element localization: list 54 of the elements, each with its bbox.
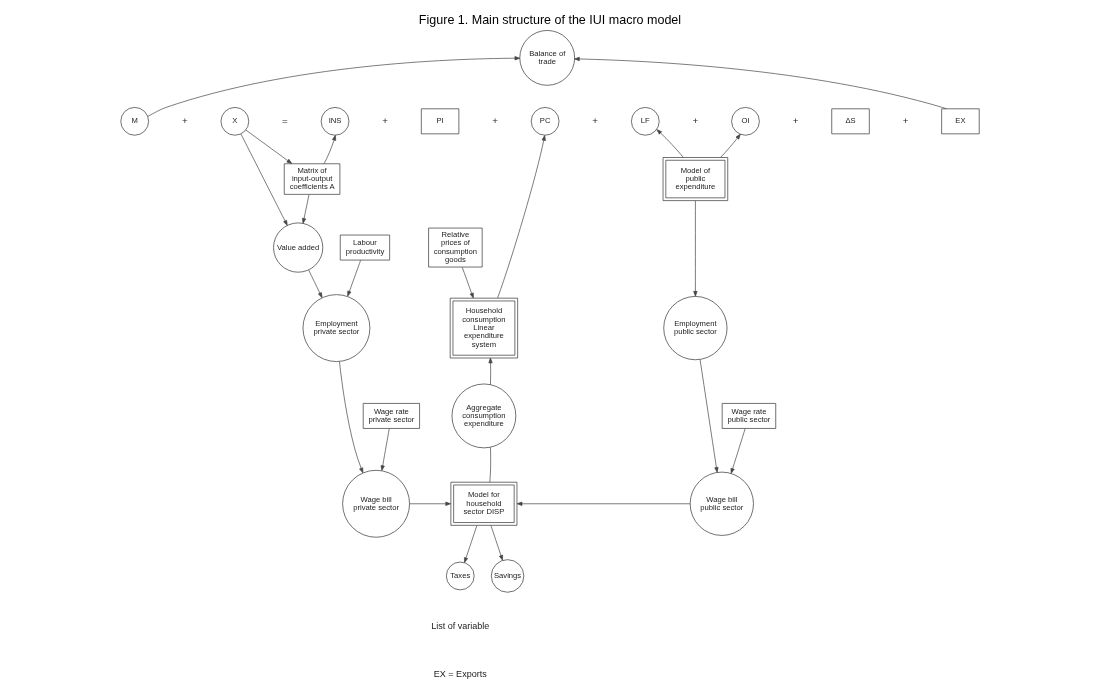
node-box: ΔS [831,108,870,135]
arrow [516,501,691,506]
arrow [308,269,323,298]
label: + [792,114,799,126]
arrow [699,359,719,473]
node-circle: Taxes [446,561,475,591]
label: = [282,114,288,126]
node-box: Labour productivity [339,234,390,261]
arrow [497,135,546,299]
arrow [409,501,451,506]
arrow [147,56,521,117]
arrow [490,525,503,561]
label: EX = Exports [433,668,487,679]
label: + [492,114,498,126]
diagram-title: Figure 1. Main structure of the IUI macro model [418,12,682,27]
arrow [380,428,390,471]
node-circle: OI [731,107,760,136]
arrow [240,133,288,226]
node-circle: Wage bill public sector [689,471,754,536]
node-circle: M [120,107,149,136]
label: + [592,114,599,126]
label: List of variable [431,621,490,632]
connector [489,447,492,483]
arrow [574,56,947,110]
arrow [302,194,310,224]
arrow [245,129,293,164]
node-box: Wage rate public sector [721,403,777,429]
arrow [461,266,474,299]
node-box: Wage rate private sector [362,403,420,429]
node-circle: INS [320,107,350,136]
label: + [181,114,188,126]
node-box: Relative prices of consumption goods [428,227,483,268]
node-circle: PC [530,107,560,136]
node-circle: Employment public sector [663,296,728,361]
arrow [347,259,361,297]
node-box: PI [420,108,460,135]
label: + [902,114,909,126]
arrow [323,135,337,165]
node-circle: Value added [273,222,324,273]
arrow [720,133,741,158]
arrow [339,361,364,474]
node-circle: Aggregate consumption expenditure [451,383,517,449]
node-circle: X [220,107,250,136]
label: + [382,114,388,126]
node-circle: Balance of trade [519,30,575,86]
arrow [656,129,684,158]
arrow [464,525,478,563]
label: + [692,114,699,126]
node-circle: Savings [490,559,525,593]
arrow [488,357,493,385]
node-box: Matrix of input-output coefficients A [283,163,341,195]
arrow [730,428,746,474]
node-box: EX [941,108,980,135]
arrow [693,200,698,297]
